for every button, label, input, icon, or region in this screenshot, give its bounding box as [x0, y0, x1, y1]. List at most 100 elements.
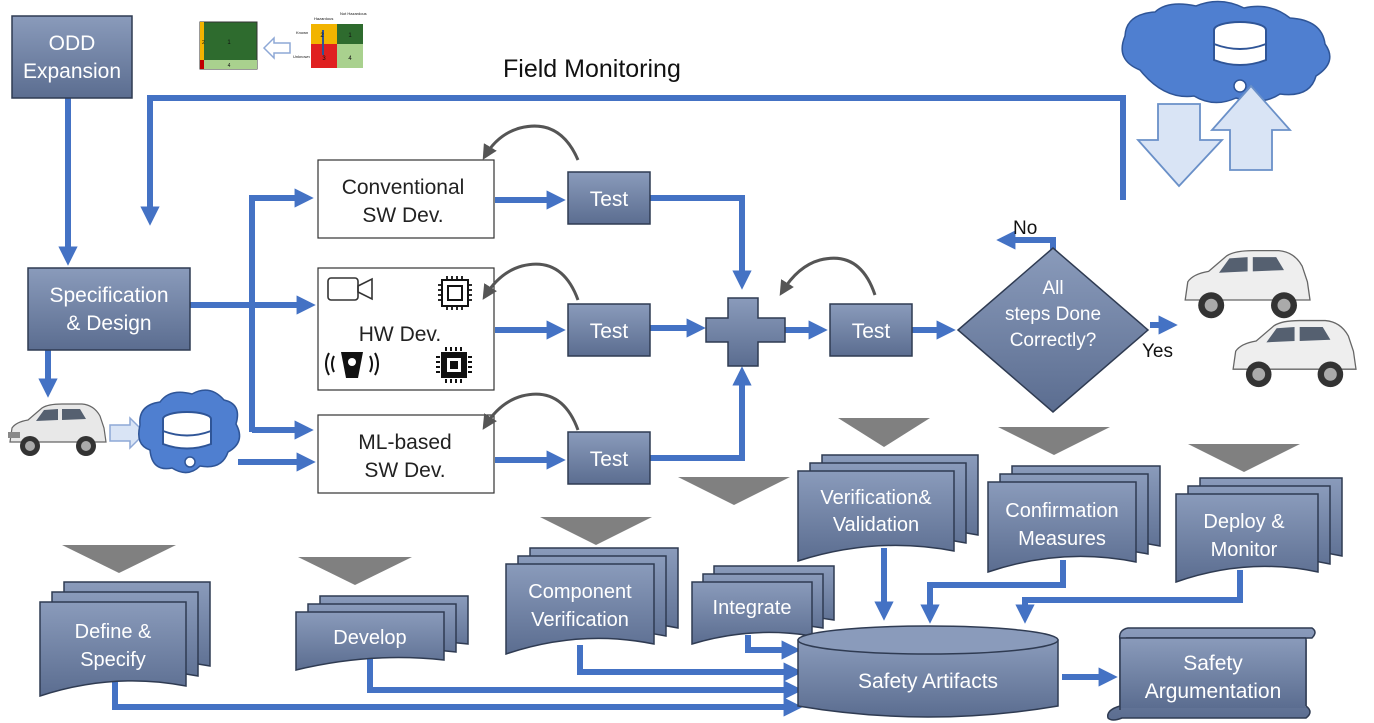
- conventional-sw-dev-box: Conventional SW Dev.: [317, 159, 495, 239]
- car-to-cloud-arrow: [109, 416, 147, 450]
- triangle-vv: [838, 418, 930, 447]
- develop-docs: Develop: [295, 595, 469, 671]
- field-monitoring-line: [140, 95, 1126, 226]
- define-line1: Define &: [75, 621, 152, 643]
- deploy-line2: Monitor: [1211, 539, 1278, 561]
- decision-line3: Correctly?: [1010, 330, 1097, 351]
- argumentation-line1: Safety: [1183, 652, 1243, 675]
- triangle-confirm: [998, 427, 1110, 455]
- compver-to-artifacts: [577, 645, 803, 682]
- sensor-icon: [325, 352, 379, 378]
- yes-label: Yes: [1142, 341, 1173, 362]
- loop-arrows: [482, 124, 877, 431]
- compver-line2: Verification: [531, 609, 629, 631]
- thumbnail-left-arrow: [262, 36, 291, 60]
- upload-arrow-icon: [1209, 84, 1293, 171]
- test-box-hw: Test: [567, 303, 651, 357]
- triangle-develop: [298, 557, 412, 585]
- integrate-docs: Integrate: [691, 565, 835, 646]
- thumb-left-1: 1: [227, 40, 231, 46]
- develop-label: Develop: [333, 627, 406, 649]
- odd-thumbnail-left: 1 2 4: [199, 21, 258, 70]
- test4-label: Test: [852, 320, 891, 343]
- vv-line2: Validation: [833, 514, 919, 536]
- triangle-integrate: [678, 477, 790, 505]
- decision-line2: steps Done: [1005, 304, 1101, 325]
- chip-icon: [438, 276, 472, 310]
- odd-expansion-line1: ODD: [49, 32, 96, 55]
- compver-line1: Component: [528, 581, 632, 603]
- component-verification-docs: Component Verification: [505, 547, 679, 656]
- car-icon: [8, 403, 107, 456]
- hw-dev-box: HW Dev.: [317, 267, 495, 391]
- cloud-database-icon: [138, 389, 241, 474]
- thumb-known: Known: [296, 30, 308, 35]
- thumb-right-2: 2: [320, 33, 324, 39]
- spec-line1: Specification: [49, 284, 168, 307]
- thumb-right-3: 3: [322, 56, 326, 62]
- thumb-left-2: 2: [202, 40, 205, 46]
- car-icon: [1232, 319, 1357, 388]
- thumb-right-4: 4: [348, 56, 352, 62]
- define-line2: Specify: [80, 649, 146, 671]
- ml-line2: SW Dev.: [364, 459, 445, 482]
- test-box-ml: Test: [567, 431, 651, 485]
- branch-trunk: [249, 188, 314, 432]
- hw-loop-arrow: [482, 262, 580, 301]
- test2-label: Test: [590, 320, 629, 343]
- define-specify-docs: Define & Specify: [39, 581, 211, 698]
- thumb-unknown: Unknown: [293, 54, 310, 59]
- processor-icon: [436, 347, 472, 383]
- confirm-line1: Confirmation: [1005, 500, 1118, 522]
- deploy-to-artifacts: [1015, 570, 1243, 624]
- define-to-artifacts: [112, 680, 803, 717]
- verification-validation-docs: Verification& Validation: [797, 454, 979, 563]
- develop-to-artifacts: [367, 650, 803, 700]
- ml-sw-dev-box: ML-based SW Dev.: [317, 414, 495, 494]
- integrate-to-artifacts: [745, 635, 801, 660]
- test-box-integrated: Test: [829, 303, 913, 357]
- phase-triangles: [62, 418, 1300, 585]
- no-arrow: [996, 230, 1056, 255]
- hw-dev-label: HW Dev.: [359, 323, 441, 346]
- conv-loop-arrow: [482, 124, 580, 161]
- safety-artifacts-cylinder: Safety Artifacts: [797, 625, 1059, 718]
- ml-loop-arrow: [482, 392, 580, 431]
- integration-plus-icon: [705, 297, 786, 367]
- conv-line1: Conventional: [342, 176, 465, 199]
- deploy-monitor-docs: Deploy & Monitor: [1175, 477, 1343, 584]
- confirm-to-artifacts: [920, 560, 1066, 624]
- field-monitoring-title: Field Monitoring: [503, 55, 681, 83]
- safety-artifacts-label: Safety Artifacts: [858, 670, 998, 693]
- argumentation-line2: Argumentation: [1145, 680, 1282, 703]
- confirmation-measures-docs: Confirmation Measures: [987, 465, 1161, 574]
- integrate-label: Integrate: [713, 597, 792, 619]
- vv-line1: Verification&: [820, 487, 932, 509]
- thumb-right-1: 1: [348, 33, 352, 39]
- test3-label: Test: [590, 448, 629, 471]
- confirm-line2: Measures: [1018, 528, 1106, 550]
- test-box-conventional: Test: [567, 171, 651, 225]
- thumb-left-4: 4: [228, 63, 231, 69]
- triangle-define: [62, 545, 176, 573]
- ml-line1: ML-based: [358, 431, 451, 454]
- test1-to-plus: [650, 195, 752, 290]
- thumb-not-hazardous: Not Hazardous: [340, 11, 367, 16]
- test1-label: Test: [590, 188, 629, 211]
- triangle-compver: [540, 517, 652, 545]
- no-label: No: [1013, 218, 1037, 239]
- odd-expansion-line2: Expansion: [23, 60, 121, 83]
- spec-line2: & Design: [66, 312, 151, 335]
- odd-thumbnail-right: Known Unknown Hazardous Not Hazardous 1 …: [293, 11, 367, 68]
- safety-argumentation-scroll: Safety Argumentation: [1107, 627, 1316, 721]
- download-arrow-icon: [1135, 103, 1225, 188]
- decision-line1: All: [1042, 278, 1063, 299]
- cloud-database-icon: [1121, 0, 1331, 104]
- decision-diamond: All steps Done Correctly?: [956, 247, 1150, 413]
- car-icon: [1184, 249, 1311, 319]
- odd-expansion-box: ODD Expansion: [11, 15, 133, 99]
- specification-design-box: Specification & Design: [27, 267, 191, 351]
- connectors: [38, 95, 1243, 717]
- deploy-line1: Deploy &: [1203, 511, 1285, 533]
